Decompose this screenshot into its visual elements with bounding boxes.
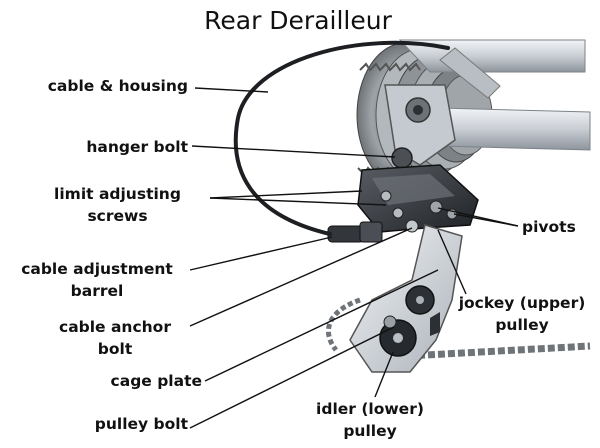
frame-tube [398, 39, 591, 151]
diagram-title: Rear Derailleur [204, 6, 392, 35]
label-pivots: pivots [522, 218, 576, 236]
label-idler-line2: pulley [343, 422, 397, 440]
label-idler-line1: idler (lower) [316, 400, 424, 418]
label-cable-housing: cable & housing [47, 77, 188, 95]
label-limit-adjusting-line2: screws [87, 207, 148, 225]
leader-lines [189, 87, 519, 429]
label-cable-adjustment-line2: barrel [70, 282, 124, 300]
cable-housing-path [233, 40, 450, 236]
label-cable-anchor-line2: bolt [97, 340, 133, 358]
label-cage-plate: cage plate [110, 372, 202, 390]
label-cable-anchor-line1: cable anchor [59, 318, 171, 336]
label-jockey-line1: jockey (upper) [458, 294, 586, 312]
derailleur-body [327, 164, 479, 243]
label-cable-adjustment-line1: cable adjustment [21, 260, 173, 278]
label-cable-adjustment-barrel: cable adjustment barrel [2, 258, 192, 302]
label-limit-adjusting-screws: limit adjusting screws [30, 183, 205, 227]
label-idler-pulley: idler (lower) pulley [300, 398, 440, 442]
hanger [384, 84, 456, 169]
label-cable-anchor-bolt: cable anchor bolt [40, 316, 190, 360]
label-hanger-bolt: hanger bolt [86, 138, 188, 156]
label-pulley-bolt: pulley bolt [94, 415, 188, 433]
label-limit-adjusting-line1: limit adjusting [54, 185, 181, 203]
label-jockey-pulley: jockey (upper) pulley [452, 292, 592, 336]
label-jockey-line2: pulley [495, 316, 549, 334]
